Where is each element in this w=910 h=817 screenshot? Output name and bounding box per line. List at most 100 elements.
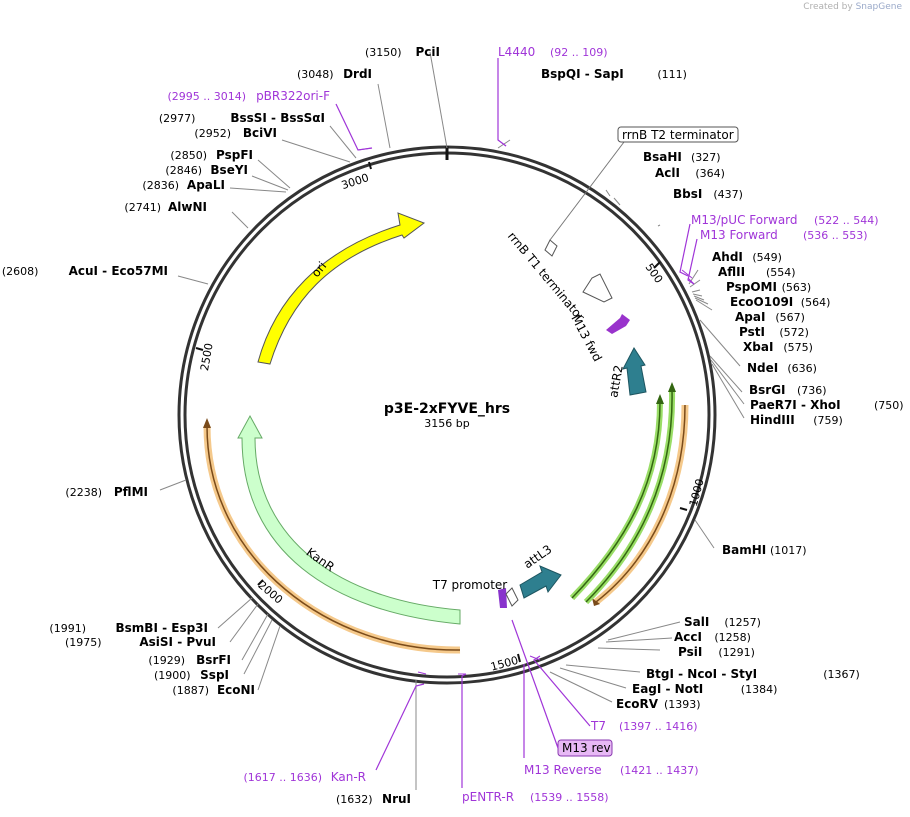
green-arc-inner-line — [571, 401, 661, 599]
primer-t7-name: T7 — [590, 719, 606, 733]
site-pos-30: (759) — [813, 414, 843, 427]
primer-m13rev-line — [511, 619, 559, 749]
primer-m13rev-name: M13 rev — [562, 741, 611, 755]
site-pos-7: (2741) — [124, 201, 161, 214]
site-pos-26: (575) — [783, 341, 813, 354]
site-leader-26 — [695, 299, 713, 311]
site-name-25: PstI — [739, 325, 765, 339]
site-name-14: EcoNI — [217, 683, 255, 697]
site-pos-10: (1991) — [49, 622, 86, 635]
site-name-5: BseYI — [210, 163, 248, 177]
site-pos-33: (1258) — [714, 631, 751, 644]
primer-kanr-line — [375, 683, 425, 771]
site-leader-34 — [597, 647, 661, 651]
site-name-15: NruI — [382, 792, 411, 806]
site-name-30: HindIII — [750, 413, 795, 427]
site-leader-25 — [694, 297, 709, 305]
primer-pbr322-line — [335, 103, 373, 151]
site-pos-29: (750) — [874, 399, 904, 412]
site-pos-13: (1900) — [154, 669, 191, 682]
site-pos-1: (3048) — [297, 68, 334, 81]
primer-pentr-line — [461, 673, 467, 788]
site-leader-27 — [699, 319, 741, 367]
rrnb-t2-label: rrnB T2 terminator — [622, 128, 734, 142]
primer-m13puc-range: (522 .. 544) — [814, 214, 879, 227]
site-leader-0 — [429, 51, 448, 149]
site-pos-37: (1393) — [664, 698, 701, 711]
site-name-13: SspI — [200, 668, 229, 682]
site-name-7: AlwNI — [168, 200, 207, 214]
site-pos-32: (1257) — [724, 616, 761, 629]
tick-1000 — [679, 507, 688, 511]
site-pos-25: (572) — [779, 326, 809, 339]
primer-l4440-name: L4440 — [498, 45, 535, 59]
attl3-arrow — [519, 565, 562, 599]
primer-m13puc-line — [679, 223, 691, 277]
site-pos-11: (1975) — [65, 636, 102, 649]
primer-pentr-name: pENTR-R — [462, 790, 514, 804]
primer-kanr-name: Kan-R — [331, 770, 366, 784]
site-leader-22 — [691, 289, 701, 293]
site-pos-0: (3150) — [365, 46, 402, 59]
primer-l4440-range: (92 .. 109) — [550, 46, 608, 59]
site-name-20: AhdI — [712, 250, 743, 264]
orange-orf-right-arrowhead — [592, 598, 600, 606]
site-leader-3 — [281, 139, 351, 163]
site-name-37: EcoRV — [616, 697, 659, 711]
site-name-4: PspFI — [216, 148, 253, 162]
site-name-12: BsrFI — [196, 653, 231, 667]
site-name-17: BsaHI — [643, 150, 682, 164]
site-pos-24: (567) — [775, 311, 805, 324]
rrnb-t2-box — [617, 126, 739, 143]
primer-t7-line — [533, 655, 591, 727]
site-pos-16: (111) — [657, 68, 687, 81]
rrnb-t1-label: rrnB T1 terminator — [505, 229, 588, 324]
site-leader-35 — [565, 664, 641, 673]
kanr-arrow — [237, 414, 461, 625]
site-leader-30 — [711, 363, 745, 419]
site-name-28: BsrGI — [749, 383, 786, 397]
site-leader-7 — [231, 211, 249, 229]
site-name-1: DrdI — [343, 67, 372, 81]
site-pos-14: (1887) — [172, 684, 209, 697]
site-name-0: PciI — [416, 45, 441, 59]
site-pos-36: (1384) — [741, 683, 778, 696]
site-pos-31: (1017) — [770, 544, 807, 557]
t7-promoter-label: T7 promoter — [432, 578, 508, 592]
primer-ring-mark-4 — [529, 655, 541, 661]
primer-l4440-line — [497, 58, 507, 147]
site-pos-9: (2238) — [65, 486, 102, 499]
leader-lines — [159, 51, 745, 790]
site-name-6: ApaLI — [187, 178, 225, 192]
site-leader-17 — [605, 189, 611, 197]
site-leader-4 — [257, 159, 291, 189]
site-leader-23 — [692, 293, 703, 297]
site-name-21: AflII — [718, 265, 745, 279]
plasmid-length: 3156 bp — [424, 417, 469, 430]
site-name-2: BssSI - BssSαI — [230, 111, 325, 125]
site-pos-17: (327) — [691, 151, 721, 164]
site-name-35: BtgI - NcoI - StyI — [646, 667, 757, 681]
site-leader-8 — [177, 275, 209, 285]
primer-ring-mark-5 — [417, 671, 427, 675]
tick-3000 — [368, 161, 372, 170]
site-pos-27: (636) — [787, 362, 817, 375]
site-name-16: BspQI - SapI — [541, 67, 624, 81]
site-name-18: AclI — [655, 166, 680, 180]
orange-orf-arc-line — [206, 425, 461, 651]
site-leader-13 — [243, 619, 273, 675]
primer-pentr-range: (1539 .. 1558) — [530, 791, 609, 804]
rrnb-t2-leader — [549, 141, 625, 241]
site-leader-6 — [229, 187, 287, 193]
site-name-31: BamHI — [722, 543, 766, 557]
site-leader-32 — [607, 621, 681, 641]
site-pos-23: (564) — [801, 296, 831, 309]
site-leader-19 — [657, 224, 661, 227]
m13-fwd-arrow — [606, 314, 630, 334]
primer-ring-mark-2 — [681, 269, 693, 279]
site-name-33: AccI — [674, 630, 702, 644]
green-arc-inner-head — [656, 394, 664, 404]
site-leader-31 — [694, 519, 715, 549]
site-leader-12 — [241, 613, 269, 661]
primer-pbr322-name: pBR322ori-F — [256, 89, 330, 103]
